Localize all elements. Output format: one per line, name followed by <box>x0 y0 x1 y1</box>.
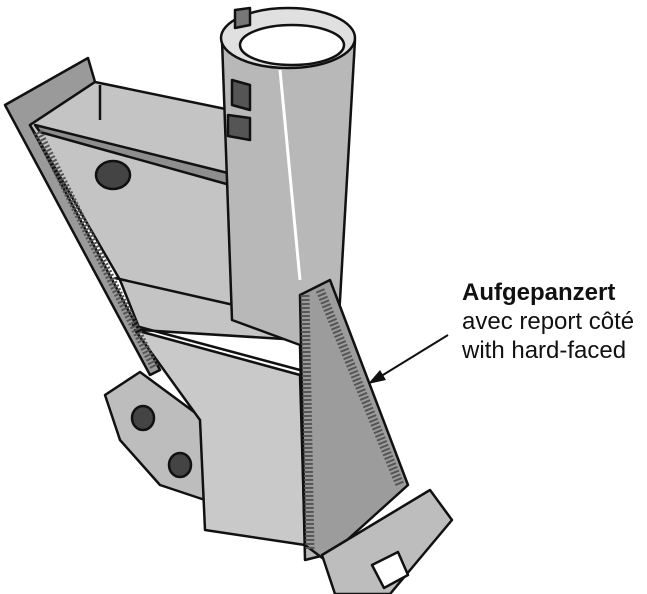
tip-slot <box>370 550 410 590</box>
plate-seam <box>131 323 301 372</box>
right-gusset <box>298 278 410 562</box>
tube-slot <box>233 6 252 30</box>
tube-highlight <box>278 69 302 281</box>
arrow-head <box>368 370 386 384</box>
weld-bead-right <box>315 288 405 487</box>
callout-arrow <box>377 334 449 379</box>
callout-english: with hard-faced <box>462 337 627 364</box>
ear-hole <box>130 404 156 432</box>
ear-hole <box>167 451 193 479</box>
tube-inner <box>238 23 346 67</box>
callout-french: avec report côté <box>462 308 635 335</box>
hardfacing-callout: Aufgepanzert avec report côté with hard-… <box>462 278 634 365</box>
callout-title: Aufgepanzert <box>462 279 616 306</box>
weld-bead-tube <box>300 294 315 551</box>
bottom-tip <box>320 488 454 594</box>
plate-hole <box>94 159 132 191</box>
lower-plate <box>133 328 307 547</box>
tube-slot <box>226 113 252 142</box>
tube-slot <box>230 78 252 112</box>
